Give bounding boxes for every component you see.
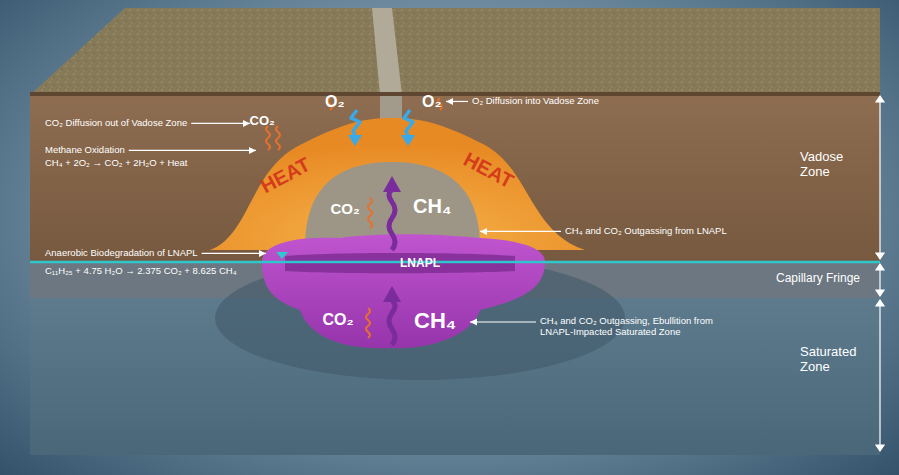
gas-symbol: O₂ bbox=[325, 93, 345, 111]
arrow-head bbox=[383, 286, 401, 302]
reaction-equation: C₁₁H₂₅ + 4.75 H₂O → 2.375 CO₂ + 8.625 CH… bbox=[45, 266, 237, 277]
dimension-line bbox=[879, 268, 880, 292]
gas-symbol: CO₂ bbox=[331, 200, 360, 217]
arrow-head bbox=[470, 319, 477, 326]
leader-line bbox=[480, 231, 561, 232]
water-table bbox=[30, 261, 880, 264]
process-note: O₂ Diffusion into Vadose Zone bbox=[472, 96, 599, 107]
dimension-line bbox=[879, 304, 880, 447]
arrow-head bbox=[446, 98, 453, 105]
arrow-head bbox=[259, 250, 266, 257]
ground-surface bbox=[30, 8, 880, 95]
process-note: CH₄ and CO₂ Outgassing, Ebullition from … bbox=[540, 316, 725, 338]
process-note: CH₄ and CO₂ Outgassing from LNAPL bbox=[565, 226, 727, 237]
lnapl-plume bbox=[262, 234, 545, 348]
zone-arrows bbox=[876, 96, 884, 451]
gas-symbol: CH₄ bbox=[414, 308, 456, 333]
methane-arrow bbox=[389, 190, 395, 250]
heat-label: HEAT bbox=[256, 152, 314, 197]
leader-line bbox=[470, 321, 536, 322]
squiggle bbox=[276, 126, 280, 150]
arrow-head bbox=[383, 176, 401, 192]
methane-arrow bbox=[389, 301, 395, 345]
gravel-column bbox=[372, 8, 402, 95]
arrow-head bbox=[876, 300, 884, 306]
arrow-head bbox=[401, 135, 415, 146]
plume-label: LNAPL bbox=[400, 257, 440, 271]
leader-line bbox=[202, 253, 266, 254]
surface-edge bbox=[30, 92, 880, 96]
arrow-head bbox=[876, 264, 884, 270]
arrow-head bbox=[480, 228, 487, 235]
dimension-line bbox=[879, 100, 880, 255]
gas-symbol: CH₄ bbox=[413, 195, 451, 218]
gas-symbol: CO₂ bbox=[323, 311, 354, 329]
gas-squiggles bbox=[266, 98, 442, 338]
heat-zone bbox=[210, 118, 585, 250]
leader-line bbox=[129, 150, 256, 151]
arrow-head bbox=[249, 147, 256, 154]
process-note: CO₂ Diffusion out of Vadose Zone bbox=[45, 118, 187, 129]
squiggle bbox=[366, 308, 370, 338]
zone-label: Saturated Zone bbox=[800, 345, 862, 375]
squiggle bbox=[266, 126, 270, 150]
arrow-head bbox=[876, 253, 884, 259]
zone-label: Capillary Fringe bbox=[776, 272, 860, 286]
leader-line bbox=[191, 123, 250, 124]
oxygen-arrow bbox=[351, 110, 360, 136]
arrow-head bbox=[348, 135, 362, 146]
squiggle bbox=[368, 198, 372, 228]
arrow-head bbox=[876, 290, 884, 296]
water-table-marker bbox=[276, 252, 288, 259]
process-note: Anaerobic Biodegradation of LNAPL bbox=[45, 248, 198, 259]
gas-symbol: O₂ bbox=[422, 93, 442, 111]
process-note: Methane Oxidation bbox=[45, 145, 125, 156]
arrow-head bbox=[876, 445, 884, 451]
reaction-equation: CH₄ + 2O₂ → CO₂ + 2H₂O + Heat bbox=[45, 158, 187, 169]
arrow-head bbox=[876, 96, 884, 102]
gas-symbol: CO₂ bbox=[250, 114, 275, 129]
oxygen-arrow bbox=[404, 110, 413, 136]
heat-label: HEAT bbox=[459, 147, 517, 192]
arrow-head bbox=[243, 120, 250, 127]
zone-label: Vadose Zone bbox=[800, 150, 862, 180]
